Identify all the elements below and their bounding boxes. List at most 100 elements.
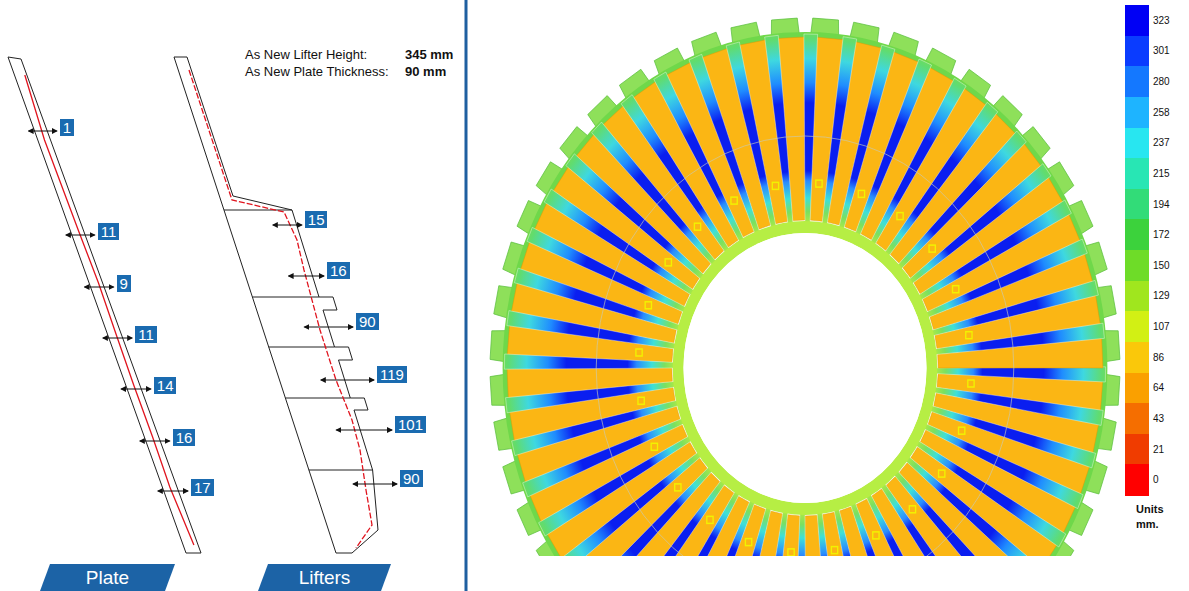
bolt-marker xyxy=(939,470,945,477)
banner-tab: Plate xyxy=(40,564,175,591)
dimension-line xyxy=(66,235,95,236)
bolt-marker xyxy=(636,349,642,356)
lifter-outline xyxy=(174,57,378,553)
scale-value: 323 xyxy=(1153,15,1170,26)
bolt-marker xyxy=(831,547,837,554)
bolt-marker xyxy=(959,427,965,434)
bolt-marker xyxy=(645,302,651,309)
scale-value: 237 xyxy=(1153,137,1170,148)
segment-line xyxy=(285,398,350,399)
leader-lines xyxy=(29,131,397,491)
scale-value: 64 xyxy=(1153,382,1164,393)
callout-number: 119 xyxy=(377,366,407,383)
callout-number: 17 xyxy=(191,479,214,496)
banner-fill xyxy=(40,564,175,591)
lifter-bar xyxy=(817,507,846,556)
bolt-marker xyxy=(638,397,644,404)
color-bar-band xyxy=(1125,281,1149,312)
color-bar-band xyxy=(1125,189,1149,220)
scale-value: 150 xyxy=(1153,260,1170,271)
lifter-wear-line xyxy=(189,70,372,548)
scale-value: 215 xyxy=(1153,168,1170,179)
dimension-line xyxy=(158,491,188,492)
panel-divider xyxy=(465,0,468,591)
color-bar-band xyxy=(1125,342,1149,373)
scale-value: 86 xyxy=(1153,352,1164,363)
lifter-bar xyxy=(864,489,956,556)
dimension-line xyxy=(121,389,151,390)
plate-wear-line xyxy=(25,75,194,545)
bolt-marker xyxy=(707,516,713,523)
liner-ring xyxy=(490,18,1120,556)
scale-value: 172 xyxy=(1153,229,1170,240)
dimension-line xyxy=(140,441,170,442)
color-bar-band xyxy=(1125,311,1149,342)
dimension-line xyxy=(336,430,392,431)
segment-line xyxy=(224,210,292,211)
scale-value: 107 xyxy=(1153,321,1170,332)
bolt-marker xyxy=(731,197,737,204)
lifter-bar xyxy=(849,497,921,556)
bolt-marker xyxy=(909,506,915,513)
scale-value: 280 xyxy=(1153,76,1170,87)
scale-value: 21 xyxy=(1153,444,1164,455)
color-bar-band xyxy=(1125,5,1149,36)
scale-value: 258 xyxy=(1153,107,1170,118)
banner-tab: Lifters xyxy=(258,564,391,591)
bolt-marker xyxy=(873,532,879,539)
callout-number: 90 xyxy=(400,470,423,487)
bolt-marker xyxy=(897,213,903,220)
dimension-line xyxy=(304,327,353,328)
banner-label: Plate xyxy=(86,564,129,591)
lifter-bar xyxy=(506,381,681,413)
dimension-line xyxy=(29,131,57,132)
unit-label: mm. xyxy=(1136,518,1159,530)
callout-number: 14 xyxy=(154,377,177,394)
scale-value: 129 xyxy=(1153,290,1170,301)
lifter-bar xyxy=(931,367,1106,382)
color-bar-band xyxy=(1125,66,1149,97)
color-bar-band xyxy=(1125,97,1149,128)
dimension-line xyxy=(321,380,374,381)
color-bar-band xyxy=(1125,36,1149,67)
bolt-marker xyxy=(816,180,822,187)
spec-value: 90 mm xyxy=(405,64,446,79)
segment-line xyxy=(252,297,319,298)
bolt-marker xyxy=(929,245,935,252)
callout-number: 1 xyxy=(60,119,74,136)
callout-number: 11 xyxy=(98,223,120,240)
color-bar-band xyxy=(1125,373,1149,404)
bolt-marker xyxy=(968,380,974,387)
callout-number: 16 xyxy=(327,262,350,279)
bolt-marker xyxy=(675,484,681,491)
scale-value: 301 xyxy=(1153,45,1170,56)
callout-number: 16 xyxy=(173,429,196,446)
shell-rim xyxy=(505,35,1104,556)
bolt-marker xyxy=(651,443,657,450)
lifter-bar xyxy=(504,354,679,369)
dimension-line xyxy=(85,287,114,288)
dimension-line xyxy=(289,276,324,277)
callout-number: 101 xyxy=(395,416,426,433)
dimension-line xyxy=(353,484,397,485)
color-bar-band xyxy=(1125,434,1149,465)
bolt-marker xyxy=(966,332,972,339)
callout-number: 9 xyxy=(117,275,131,292)
unit-label: Units xyxy=(1136,503,1164,515)
callout-number: 90 xyxy=(356,313,379,330)
bolt-marker xyxy=(694,223,700,230)
plate-outline xyxy=(8,57,201,553)
color-bar-band xyxy=(1125,250,1149,281)
lifter-bar xyxy=(930,323,1105,355)
scale-value: 43 xyxy=(1153,413,1164,424)
spec-label: As New Plate Thickness: xyxy=(245,64,389,79)
feed-ring xyxy=(678,227,932,509)
banner-label: Lifters xyxy=(299,564,351,591)
color-bar-band xyxy=(1125,219,1149,250)
lifter-bar xyxy=(765,35,794,229)
callout-number: 11 xyxy=(135,326,157,343)
mill-shell xyxy=(490,18,1120,556)
spec-value: 345 mm xyxy=(405,47,453,62)
